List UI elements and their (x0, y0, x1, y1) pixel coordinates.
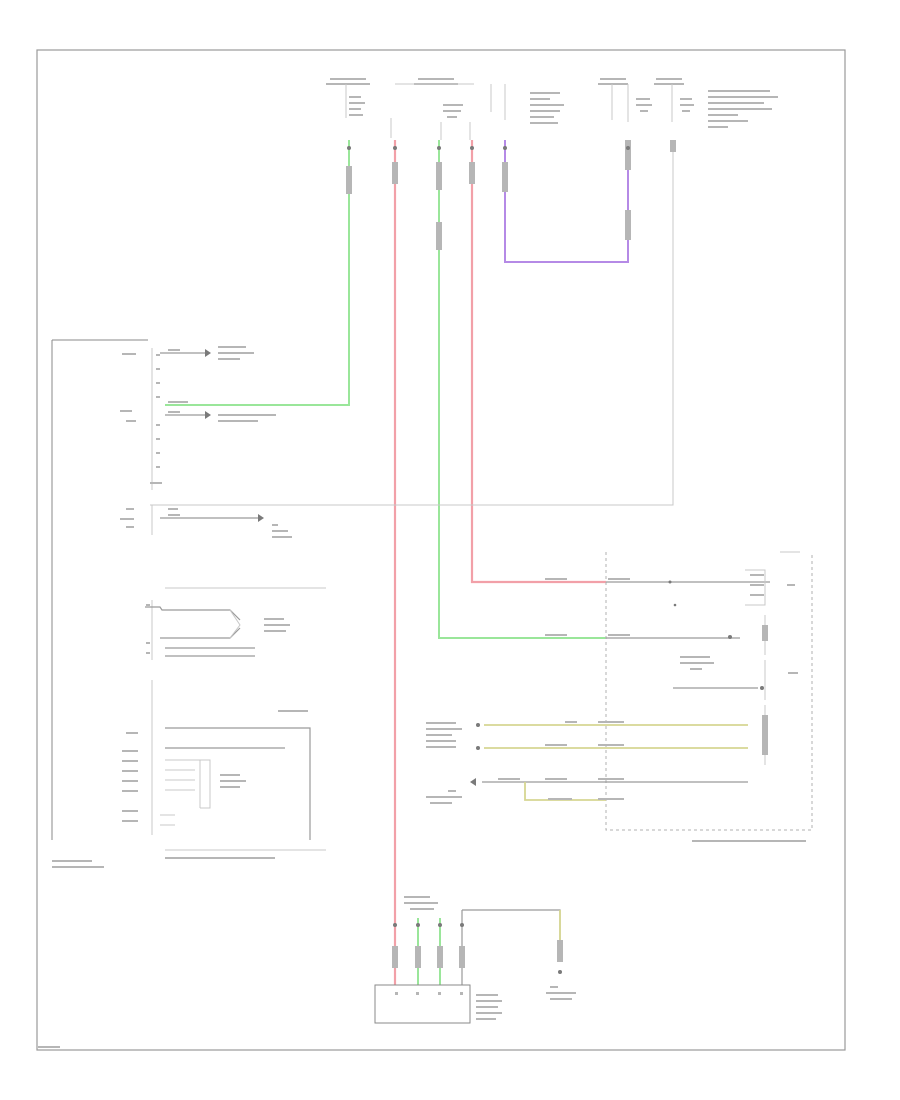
wire-gray-right (150, 140, 674, 506)
top-label-blocks (326, 78, 778, 128)
left-control-module (51, 339, 162, 868)
page-tag (38, 1046, 60, 1048)
wire-red-2 (470, 140, 606, 584)
wire-purple-loop (504, 140, 629, 263)
bottom-sensor-connector (374, 896, 576, 1024)
steering-sensor-group (145, 587, 326, 859)
wire-green-1 (165, 140, 350, 406)
wire-tags (346, 140, 676, 250)
wire-green-2 (438, 140, 606, 639)
left-module-connections (160, 346, 292, 538)
diagram-frame (36, 49, 846, 1051)
right-meter-assembly (426, 551, 813, 842)
